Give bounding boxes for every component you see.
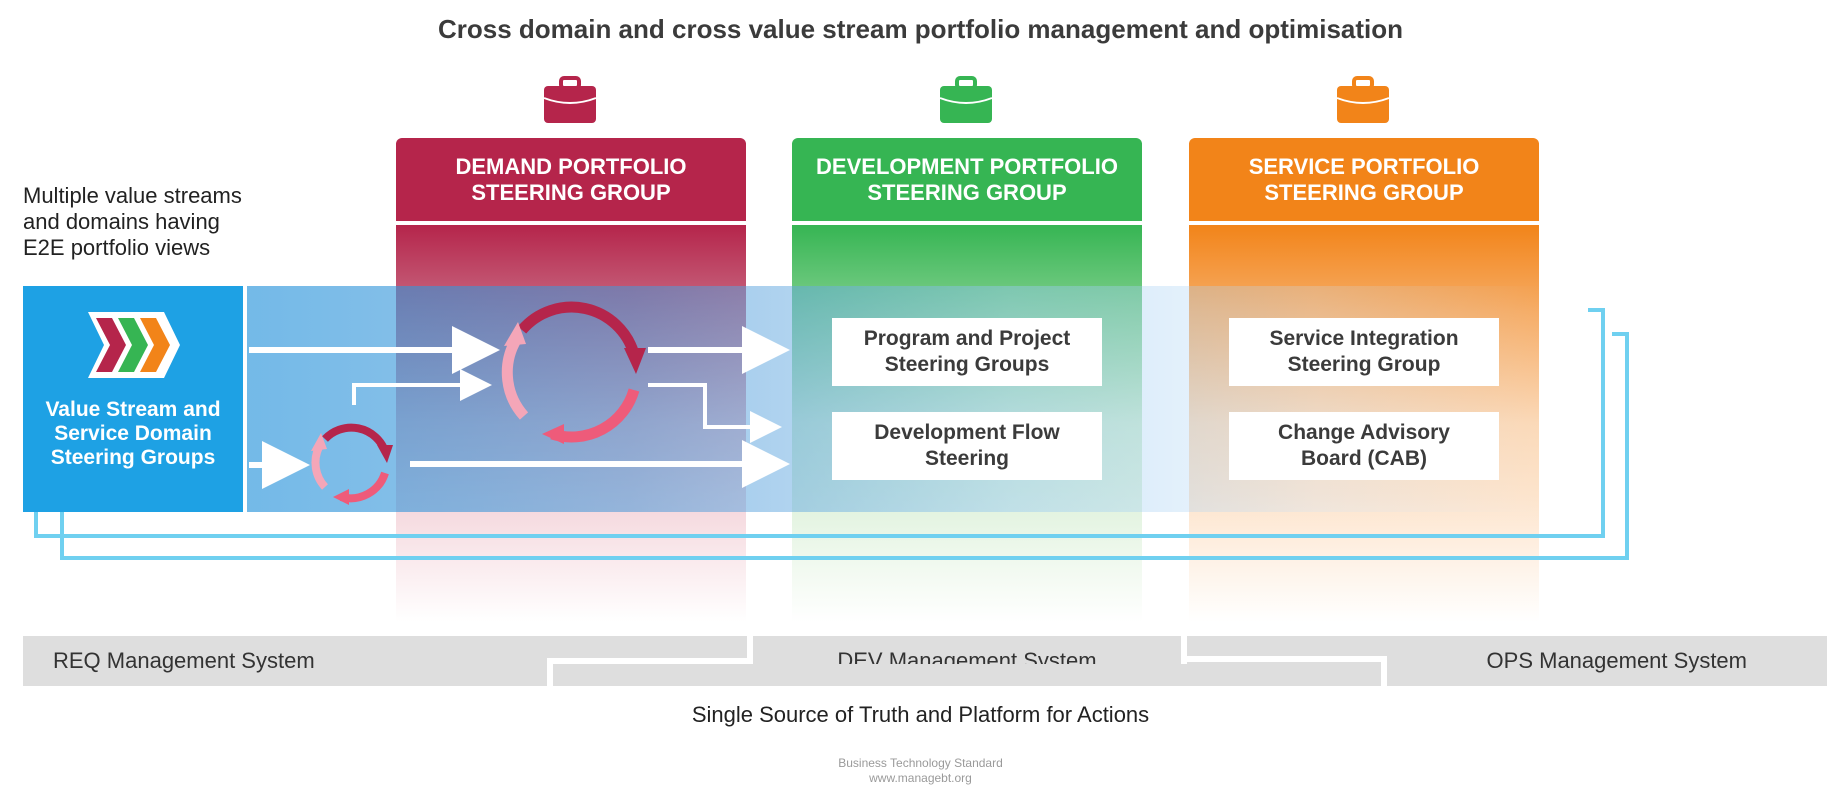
development-flow-steering-box: Development Flow Steering [832,412,1102,480]
ops-system-label: OPS Management System [1486,648,1747,673]
briefcase-icon [939,76,993,123]
value-stream-label: Value Stream and Service Domain Steering… [45,398,221,469]
single-source-label: Single Source of Truth and Platform for … [691,702,1150,727]
briefcase-icon [1336,76,1390,123]
system-divider [747,636,753,664]
demand-portfolio-header: DEMAND PORTFOLIO STEERING GROUP [396,138,746,221]
value-stream-divider [243,286,247,512]
cycle-icon [501,301,646,444]
system-divider [1181,636,1187,662]
feedback-loop-line [60,332,1629,560]
feedback-loop-line [34,308,1605,538]
side-note: Multiple value streams and domains havin… [23,183,242,260]
footer-line-2: www.managebt.org [869,771,972,785]
service-integration-steering-box: Service Integration Steering Group [1229,318,1499,386]
req-system-label: REQ Management System [53,648,315,673]
chevron-icon [88,312,180,378]
flow-arrow [648,383,782,443]
diagram-title: Cross domain and cross value stream port… [437,14,1404,44]
system-divider [547,658,753,664]
development-portfolio-header: DEVELOPMENT PORTFOLIO STEERING GROUP [792,138,1142,221]
service-portfolio-header: SERVICE PORTFOLIO STEERING GROUP [1189,138,1539,221]
footer-line-1: Business Technology Standard [838,756,1003,770]
system-divider [1381,656,1387,686]
system-divider [547,658,553,686]
change-advisory-board-box: Change Advisory Board (CAB) [1229,412,1499,480]
dev-system-base [553,664,1379,686]
cycle-icon [311,423,393,505]
footer: Business Technology Standard www.manageb… [0,756,1841,786]
flow-arrow [352,369,492,405]
program-project-steering-box: Program and Project Steering Groups [832,318,1102,386]
system-divider [1187,656,1387,662]
briefcase-icon [543,76,597,123]
